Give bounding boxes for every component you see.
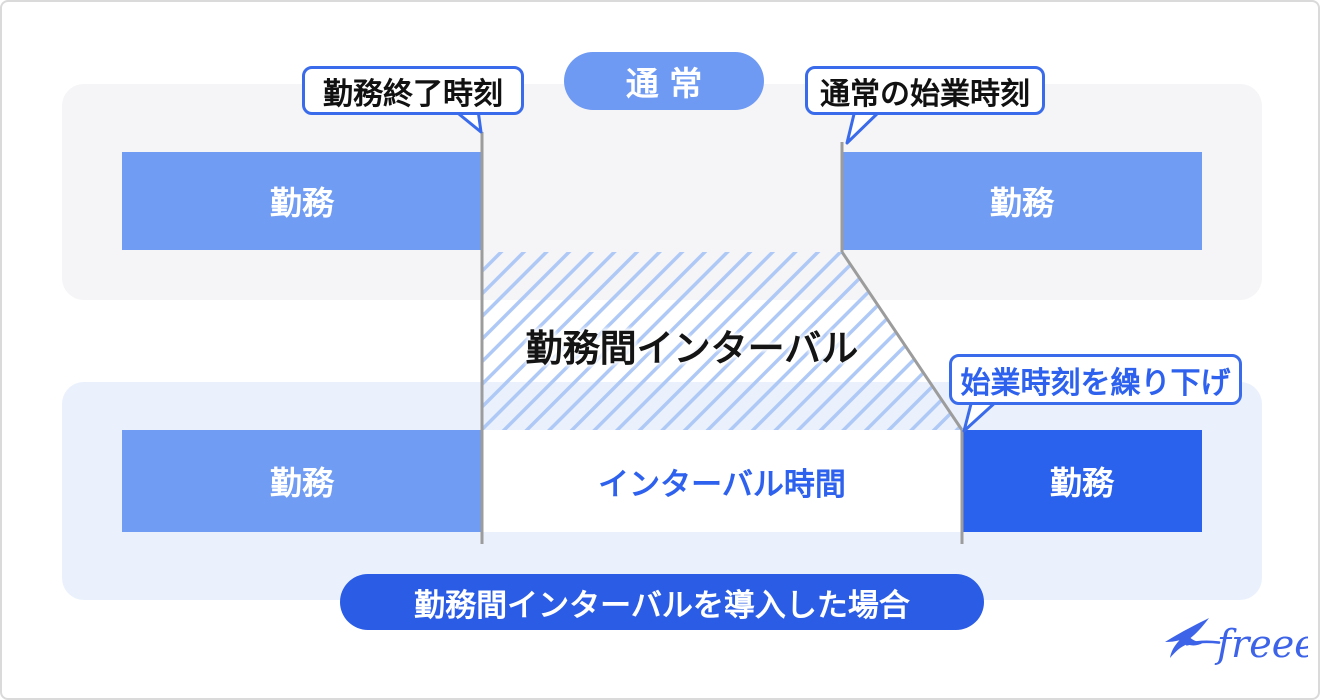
interval-time-area: インターバル時間 xyxy=(482,430,962,532)
logo-text: freee xyxy=(1214,622,1308,666)
work-bar-label: 勤務 xyxy=(269,185,334,221)
work-bar-interval-left: 勤務 xyxy=(122,430,482,532)
delayed-start-bubble: 始業時刻を繰り下げ xyxy=(949,354,1242,405)
swallow-icon xyxy=(1165,618,1209,658)
end-time-bubble: 勤務終了時刻 xyxy=(302,66,524,115)
normal-case-pill-label: 通常 xyxy=(625,65,713,102)
normal-start-time-bubble: 通常の始業時刻 xyxy=(805,66,1045,115)
interval-band-label: 勤務間インターバル xyxy=(525,328,859,369)
normal-start-time-bubble-label: 通常の始業時刻 xyxy=(820,77,1030,111)
work-bar-normal-right: 勤務 xyxy=(842,152,1202,250)
work-bar-normal-left: 勤務 xyxy=(122,152,482,250)
logo-swoosh xyxy=(1185,640,1221,646)
delayed-start-bubble-label: 始業時刻を繰り下げ xyxy=(960,366,1231,400)
end-time-bubble-label: 勤務終了時刻 xyxy=(323,77,503,111)
interval-case-caption-label: 勤務間インターバルを導入した場合 xyxy=(414,587,910,623)
work-bar-label: 勤務 xyxy=(1049,465,1114,501)
interval-case-caption-pill: 勤務間インターバルを導入した場合 xyxy=(340,574,984,630)
work-bar-label: 勤務 xyxy=(989,185,1054,221)
interval-time-label: インターバル時間 xyxy=(598,466,846,502)
freee-logo: freee xyxy=(1165,618,1308,666)
work-bar-delayed-start: 勤務 xyxy=(962,430,1202,532)
normal-case-pill: 通常 xyxy=(564,52,764,110)
work-bar-label: 勤務 xyxy=(269,465,334,501)
